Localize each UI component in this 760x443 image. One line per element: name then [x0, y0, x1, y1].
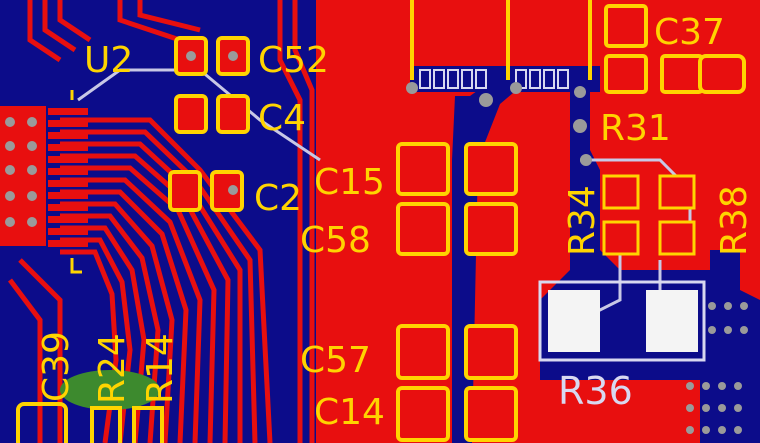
top-center-vias: [406, 82, 592, 166]
via-array-right: [686, 302, 748, 434]
label-c14: C14: [314, 392, 385, 433]
label-c57: C57: [300, 340, 371, 381]
r36-outline: [538, 280, 706, 362]
large-cap-pads: [396, 142, 518, 442]
small-cap-vias: [186, 51, 238, 195]
label-c4: C4: [258, 98, 306, 139]
label-r36: R36: [558, 369, 633, 413]
u2-outline: [70, 90, 82, 274]
connector-pins: [5, 117, 37, 227]
green-patch: [60, 370, 160, 410]
r36-pad-right: [646, 290, 698, 352]
label-r14: R14: [140, 333, 181, 404]
label-c15: C15: [314, 162, 385, 203]
small-cap-pads: [168, 36, 250, 212]
bottom-left-outlines: [16, 402, 164, 443]
c37-pads: [604, 4, 746, 94]
top-center-pins: [419, 69, 569, 89]
label-c52: C52: [258, 40, 329, 81]
top-center-component: [412, 0, 590, 66]
label-r24: R24: [92, 333, 133, 404]
label-c58: C58: [300, 220, 371, 261]
label-c2: C2: [254, 178, 302, 219]
label-c39: C39: [36, 331, 77, 402]
label-r38: R38: [714, 185, 755, 256]
label-u2: U2: [84, 40, 133, 81]
top-center-leads: [410, 0, 592, 80]
r36-pad-left: [548, 290, 600, 352]
r34-r38-pads: [602, 174, 696, 256]
label-r31: R31: [600, 108, 671, 149]
u2-pads: [48, 108, 88, 247]
label-r34: R34: [562, 185, 603, 256]
label-c37: C37: [654, 12, 725, 53]
